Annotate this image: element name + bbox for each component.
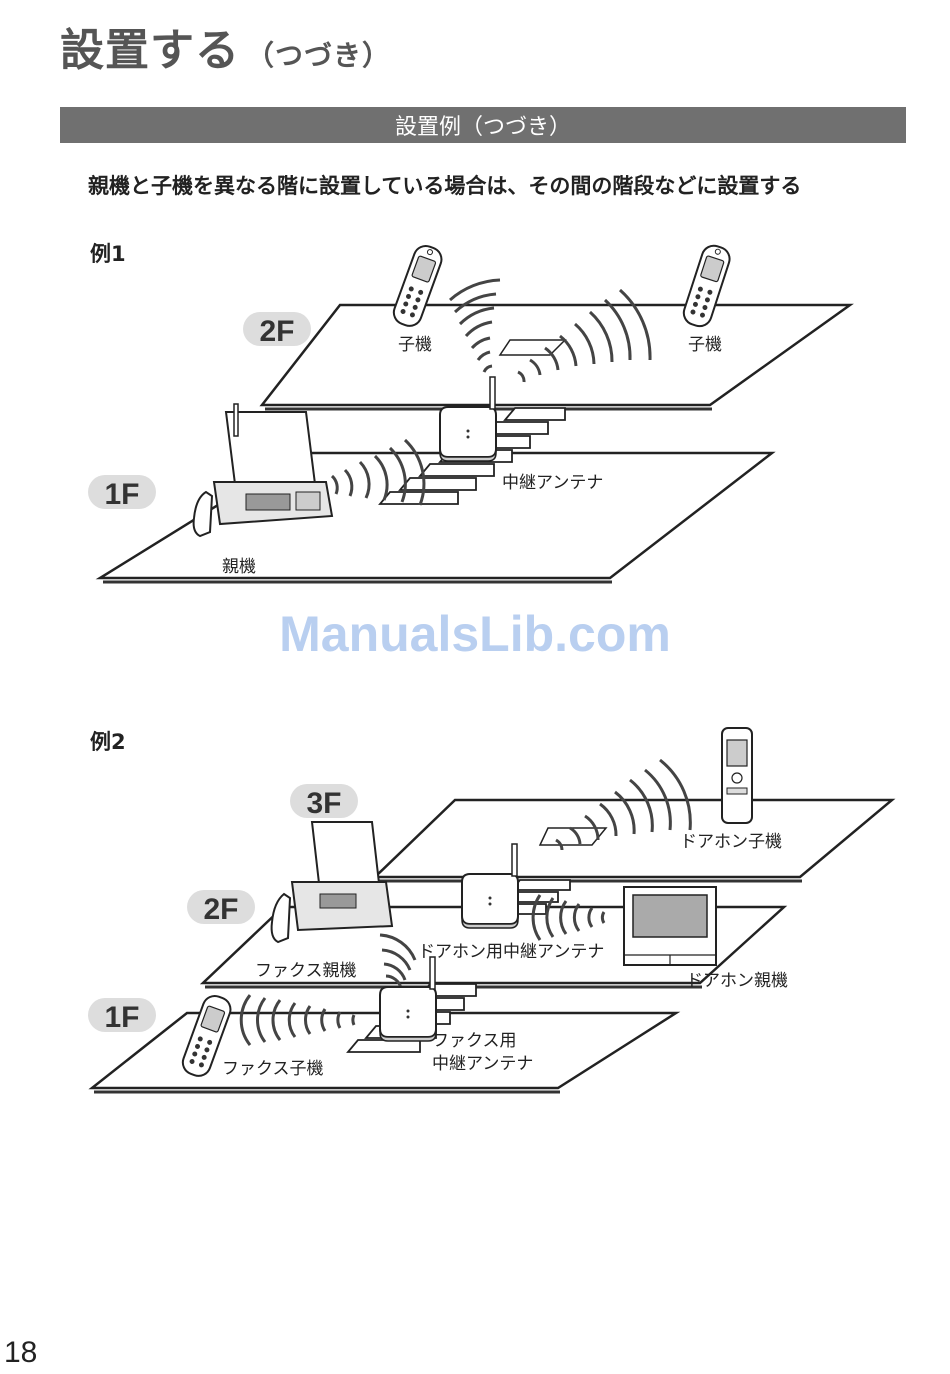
lead-text: 親機と子機を異なる階に設置している場合は、その間の階段などに設置する <box>88 170 801 200</box>
example-2-floor-3f: 3F <box>306 787 341 820</box>
section-header-bar: 設置例（つづき） <box>60 107 906 143</box>
example-2-floor-2f: 2F <box>203 893 238 926</box>
example-1-floor-2f: 2F <box>259 315 294 348</box>
watermark: ManualsLib.com <box>0 605 950 663</box>
example-1-diagram: 2F 1F 子機 子機 中継アンテナ 親機 <box>0 230 950 600</box>
example-2-floor-1f: 1F <box>104 1001 139 1034</box>
example-2-door-handset-label: ドアホン子機 <box>680 832 782 852</box>
page-title: 設置する（つづき） <box>60 14 391 78</box>
example-2-fax-repeater-label-2: 中継アンテナ <box>432 1054 533 1074</box>
example-2-fax-handset-label: ファクス子機 <box>222 1059 324 1079</box>
example-1-base-label: 親機 <box>222 557 256 577</box>
example-1-handset-left-label: 子機 <box>398 335 432 355</box>
section-title: 設置例（つづき） <box>395 109 571 141</box>
example-2-fax-repeater-label-1: ファクス用 <box>432 1031 517 1051</box>
example-2-fax-base-label: ファクス親機 <box>255 961 357 981</box>
example-1-handset-right-label: 子機 <box>688 335 722 355</box>
example-1-floor-1f: 1F <box>104 478 139 511</box>
example-2-door-base-label: ドアホン親機 <box>686 971 788 991</box>
example-2-door-repeater-label: ドアホン用中継アンテナ <box>418 942 604 962</box>
page-number: 18 <box>4 1336 37 1370</box>
page-title-suffix: （つづき） <box>246 39 391 72</box>
example-2-diagram: 3F 2F 1F ドアホン子機 ドアホン用中継アンテナ ドアホン親機 ファクス親… <box>0 720 950 1100</box>
example-1-repeater-label: 中継アンテナ <box>502 473 603 493</box>
door-base-device <box>624 887 716 965</box>
page-title-main: 設置する <box>60 25 240 76</box>
door-handset-device <box>722 728 752 823</box>
